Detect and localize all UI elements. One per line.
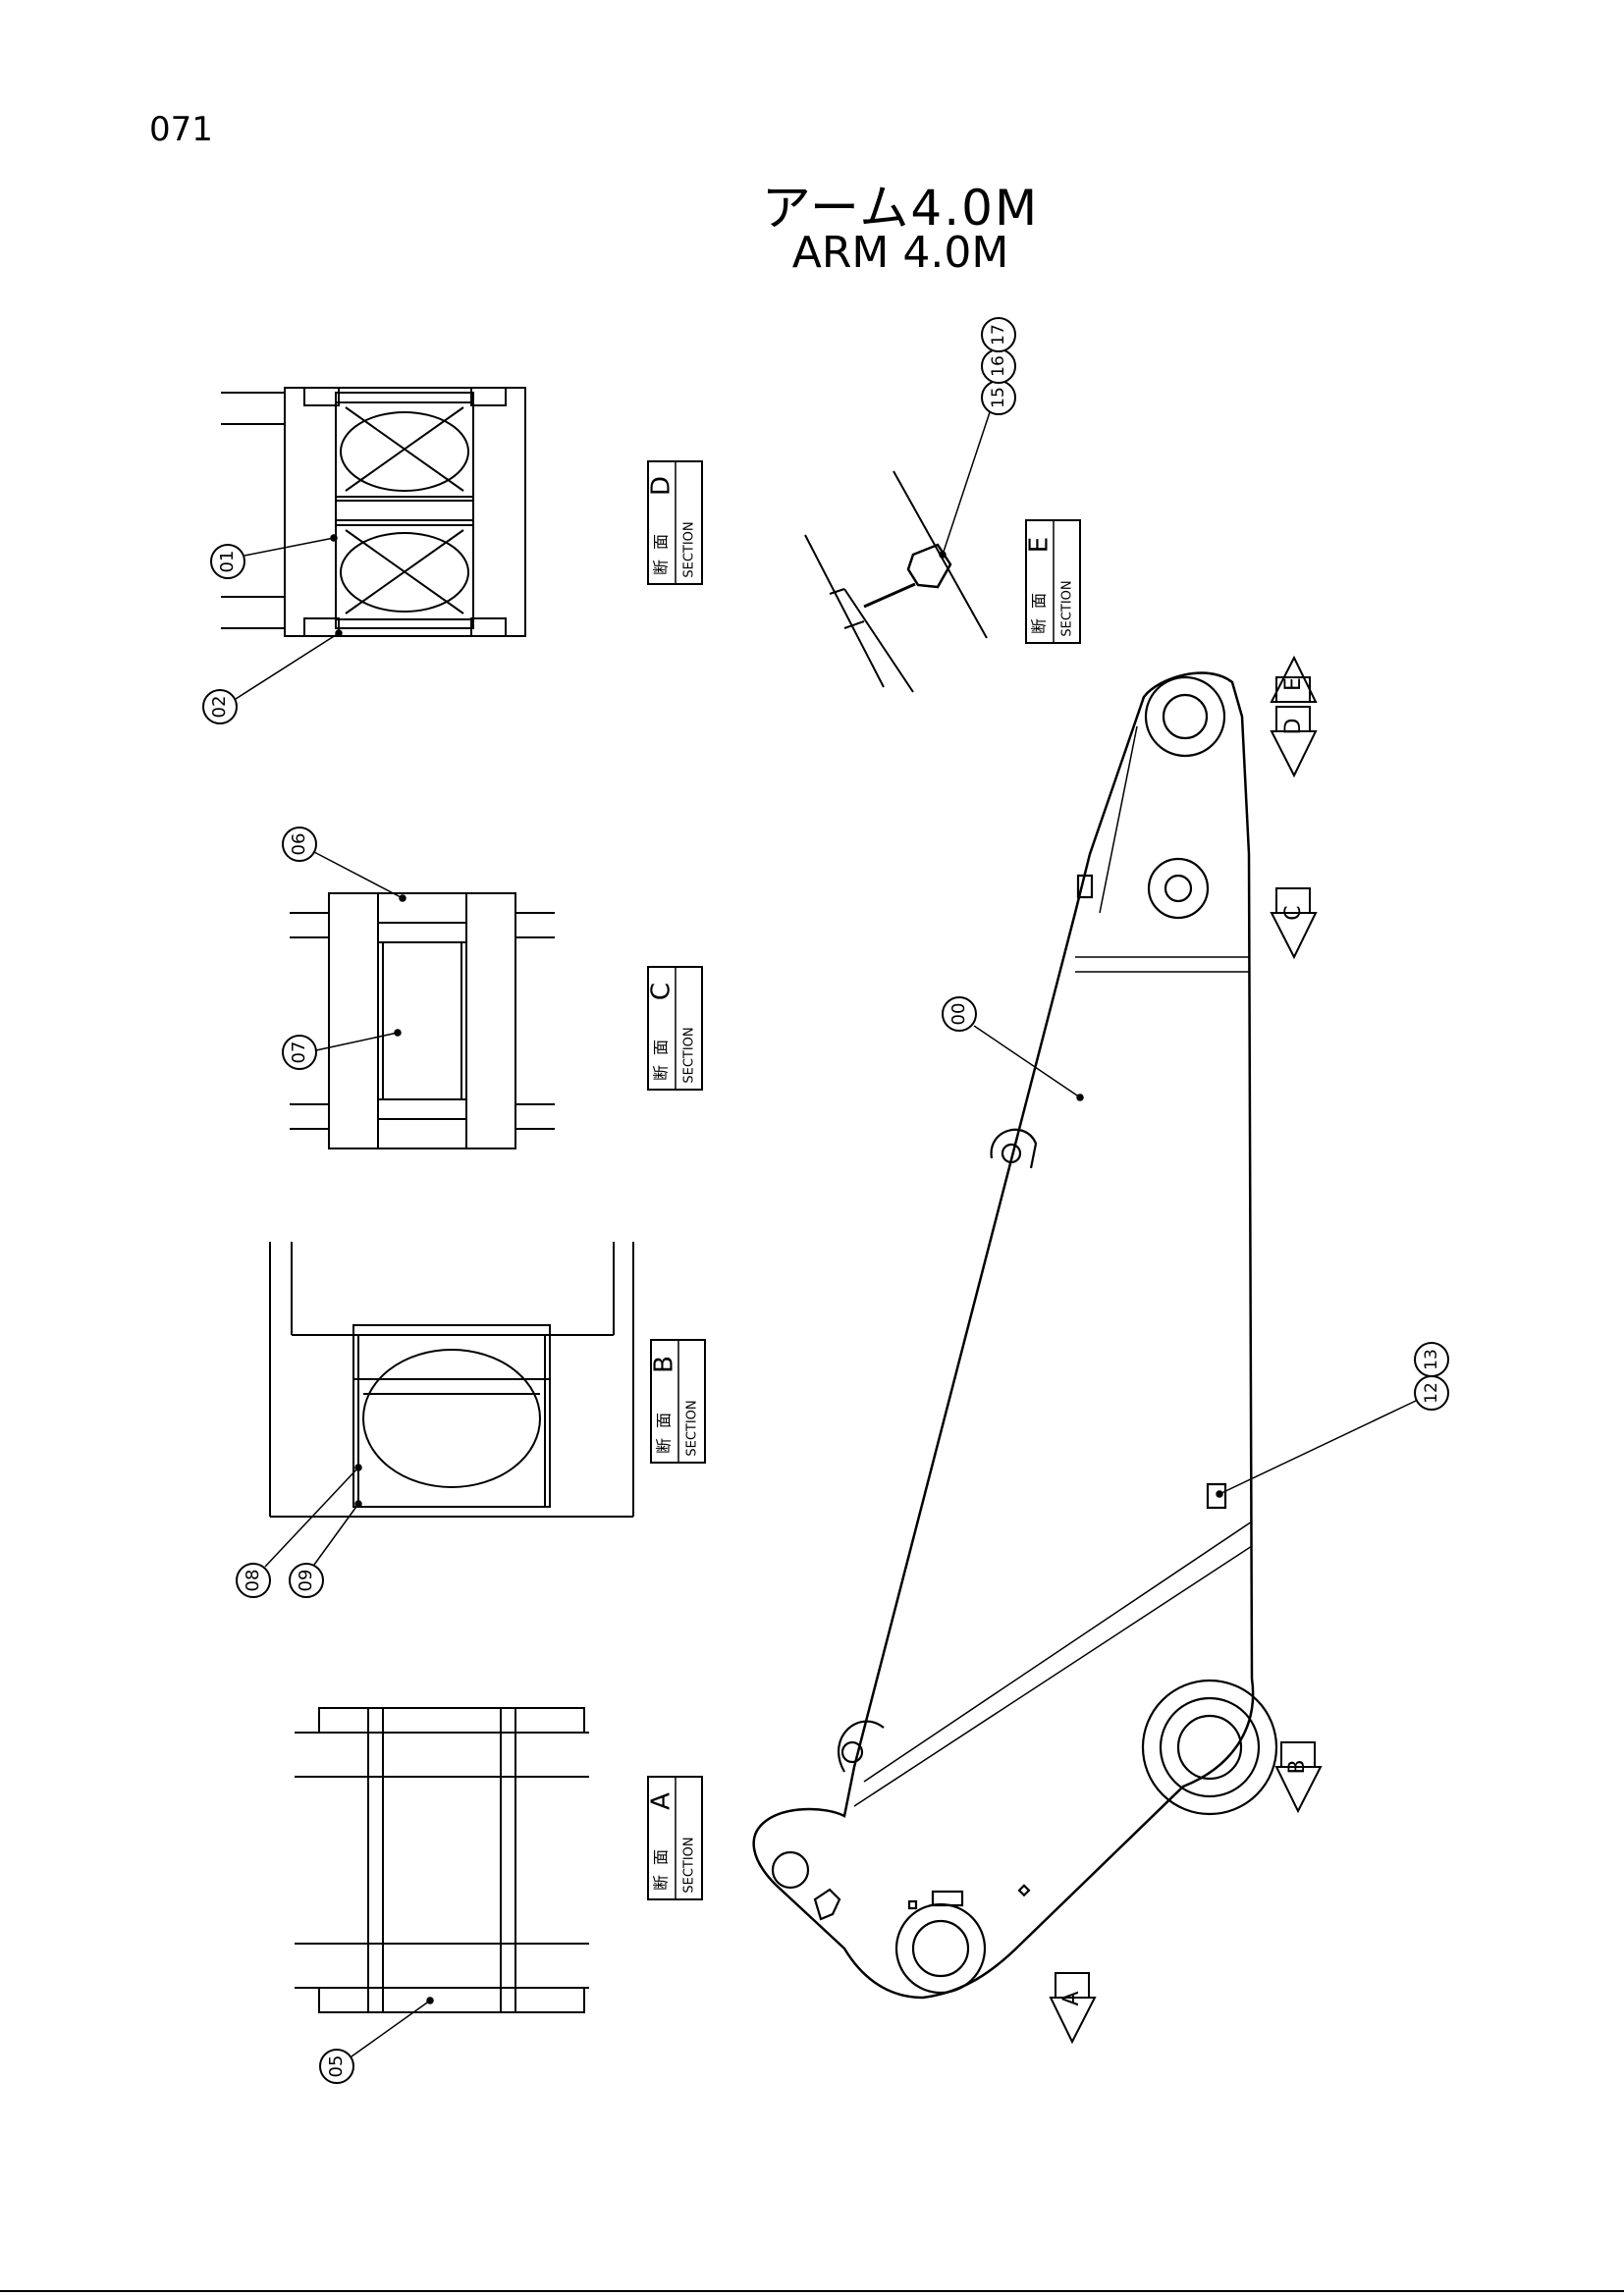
- section-a-kanji-1: 断: [652, 1875, 671, 1891]
- section-b-kanji-2: 面: [655, 1413, 674, 1428]
- arrow-c-letter: C: [1281, 905, 1306, 920]
- section-e-kanji-2: 面: [1030, 593, 1049, 609]
- balloon-01-label: 01: [217, 551, 238, 573]
- balloon-07-label: 07: [289, 1041, 309, 1064]
- balloon-06-label: 06: [289, 833, 309, 856]
- section-d-kanji-1: 断: [652, 560, 671, 575]
- balloon-01: 01: [210, 534, 338, 579]
- balloon-09-label: 09: [296, 1570, 316, 1592]
- section-d-kanji-2: 面: [652, 534, 671, 550]
- balloon-00: 00: [942, 996, 1084, 1101]
- balloon-17-label: 17: [989, 324, 1008, 346]
- section-a-drawing: [295, 1707, 589, 2013]
- arm-body: [752, 671, 1255, 2000]
- arm-features: [771, 675, 1278, 1995]
- section-arrow-b: B: [1274, 1741, 1323, 1814]
- section-e-word: SECTION: [1060, 580, 1075, 636]
- balloon-08: 08: [236, 1464, 362, 1598]
- balloon-15-16-17: 15 16 17: [939, 317, 1016, 559]
- section-a-kanji-2: 面: [652, 1849, 671, 1865]
- section-e-label: 断 面 E SECTION: [1025, 519, 1081, 644]
- section-arrow-d: D: [1270, 706, 1318, 778]
- balloon-08-label: 08: [243, 1570, 263, 1592]
- section-c-kanji-2: 面: [652, 1040, 671, 1055]
- section-d-word: SECTION: [682, 521, 697, 577]
- balloon-02-label: 02: [209, 696, 230, 719]
- section-b-kanji-1: 断: [655, 1438, 674, 1454]
- section-c-label: 断 面 C SECTION: [647, 966, 703, 1091]
- section-arrow-c: C: [1270, 887, 1318, 960]
- arrow-b-letter: B: [1285, 1759, 1310, 1774]
- section-d-label: 断 面 D SECTION: [647, 460, 703, 585]
- section-a-letter: A: [647, 1792, 677, 1810]
- balloon-12-13: 12 13: [1216, 1342, 1449, 1498]
- section-b-drawing: [269, 1242, 634, 1518]
- section-a-word: SECTION: [682, 1837, 697, 1893]
- page-number: 071: [149, 110, 213, 149]
- section-c-letter: C: [647, 983, 677, 1000]
- section-a-label: 断 面 A SECTION: [647, 1776, 703, 1900]
- balloon-05-label: 05: [326, 2056, 347, 2078]
- arrow-e-letter: E: [1281, 677, 1306, 691]
- balloon-12-label: 12: [1422, 1382, 1441, 1404]
- title-japanese: アーム4.0M: [761, 180, 1040, 237]
- section-arrow-a: A: [1049, 1972, 1097, 2045]
- arrow-a-letter: A: [1059, 1991, 1084, 2005]
- section-e-kanji-1: 断: [1030, 618, 1049, 634]
- balloon-00-label: 00: [948, 1003, 969, 1026]
- title-english: ARM 4.0M: [791, 228, 1009, 278]
- balloon-05: 05: [319, 1997, 434, 2084]
- balloon-07: 07: [282, 1029, 402, 1070]
- balloon-16-label: 16: [989, 355, 1008, 377]
- section-d-letter: D: [647, 476, 677, 496]
- balloon-09: 09: [289, 1500, 362, 1598]
- arrow-d-letter: D: [1281, 719, 1306, 735]
- section-c-kanji-1: 断: [652, 1065, 671, 1081]
- section-arrow-e: E: [1270, 655, 1318, 703]
- balloon-02: 02: [202, 629, 343, 724]
- balloon-15-label: 15: [989, 387, 1008, 408]
- balloon-13-label: 13: [1422, 1349, 1441, 1370]
- section-c-drawing: [290, 892, 555, 1149]
- section-b-label: 断 面 B SECTION: [650, 1339, 706, 1464]
- section-b-word: SECTION: [685, 1400, 700, 1456]
- balloon-06: 06: [282, 827, 406, 902]
- section-d-drawing: [221, 387, 526, 637]
- section-b-letter: B: [650, 1356, 679, 1373]
- section-c-word: SECTION: [682, 1027, 697, 1083]
- section-e-letter: E: [1025, 537, 1055, 553]
